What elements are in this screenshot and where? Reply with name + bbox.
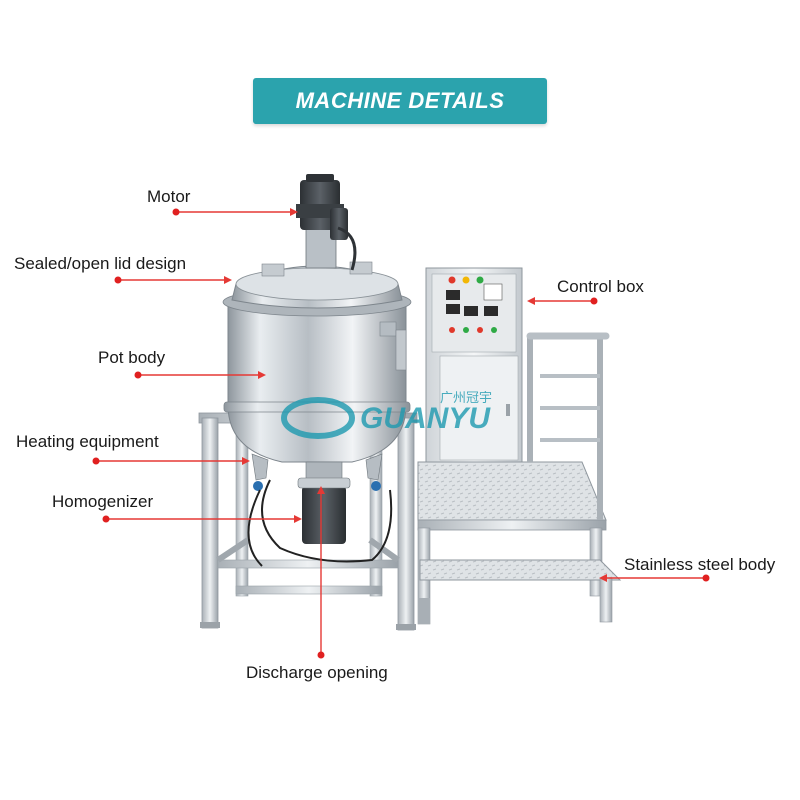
label-lid: Sealed/open lid design: [14, 254, 187, 273]
label-stainless: Stainless steel body: [624, 555, 776, 574]
callout-motor: [172, 208, 298, 216]
watermark-brand: GUANYU: [360, 402, 491, 435]
homogenizer: [247, 461, 393, 567]
callout-discharge: [317, 486, 325, 659]
pot-body: [223, 299, 411, 463]
label-control-box: Control box: [557, 277, 644, 296]
watermark-chinese: 广州冠宇: [440, 391, 492, 406]
top-motor: [296, 174, 357, 271]
tank-lid: [222, 261, 412, 317]
label-homogenizer: Homogenizer: [52, 492, 154, 511]
label-discharge: Discharge opening: [246, 663, 388, 682]
callout-pot-body: [134, 371, 266, 379]
callouts: [92, 208, 710, 659]
platform: [417, 332, 622, 625]
callout-control-box: [527, 297, 598, 305]
label-motor: Motor: [147, 187, 191, 206]
callout-stainless: [599, 574, 710, 582]
title-text: MACHINE DETAILS: [295, 88, 505, 113]
control-box: [425, 267, 523, 469]
heating-connectors: [251, 453, 383, 491]
brand-watermark: GUANYU 广州冠宇: [281, 391, 492, 439]
label-heating: Heating equipment: [16, 432, 159, 451]
callout-lid: [114, 276, 232, 284]
callout-heating: [92, 457, 250, 465]
title-banner: MACHINE DETAILS: [253, 78, 547, 124]
callout-homogenizer: [102, 515, 302, 523]
label-pot-body: Pot body: [98, 348, 166, 367]
